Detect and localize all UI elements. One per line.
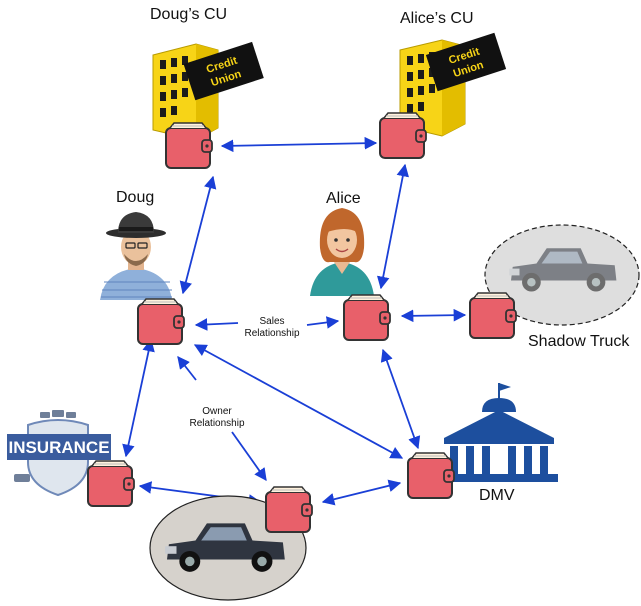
edge-doug-owner <box>177 356 197 381</box>
edge-alice-dmv <box>380 348 421 450</box>
owner-relationship-line1: Owner <box>202 406 232 417</box>
alice-avatar-icon <box>310 208 374 296</box>
dougs-cu-building-icon: Credit Union <box>152 41 264 141</box>
owner-relationship-line2: Relationship <box>189 418 245 429</box>
edge-owner-truck <box>231 431 267 482</box>
dmv-building-icon <box>440 383 558 482</box>
doug-label: Doug <box>116 189 155 206</box>
shadow-truck-label: Shadow Truck <box>528 333 630 350</box>
sales-relationship-line2: Relationship <box>244 328 300 339</box>
edge-alicecu-alice <box>376 163 410 290</box>
edge-alice-doug <box>306 316 340 329</box>
sales-relationship-line1: Sales <box>259 316 285 327</box>
alices-cu-label: Alice’s CU <box>400 10 474 27</box>
shadow-truck-icon <box>484 224 640 326</box>
insurance-text: INSURANCE <box>8 438 109 457</box>
doug-avatar-icon <box>100 212 172 300</box>
wallet-alice-icon <box>343 294 391 341</box>
sales-relationship-label: Sales Relationship <box>238 316 306 340</box>
edge-doug-insurance <box>122 338 155 458</box>
wallet-doug-icon <box>137 298 185 345</box>
edge-doug-alice <box>194 318 239 331</box>
wallet-truck-icon <box>265 486 313 533</box>
wallet-shadow-truck-icon <box>469 292 517 339</box>
edge-alice-shadow <box>400 308 467 323</box>
edge-doug-dmv <box>193 344 404 459</box>
alices-cu-building-icon: Credit Union <box>399 32 507 137</box>
owner-relationship-label: Owner Relationship <box>182 406 252 430</box>
wallet-alices-cu-icon <box>379 112 427 159</box>
insurance-shield-icon: INSURANCE <box>7 410 111 497</box>
edge-dougcu-alicecu <box>220 136 378 153</box>
dmv-label: DMV <box>479 487 515 504</box>
wallet-insurance-icon <box>87 460 135 507</box>
wallet-dmv-icon <box>407 452 455 499</box>
wallet-dougs-cu-icon <box>165 122 213 169</box>
edge-truck-dmv <box>321 479 402 506</box>
dougs-cu-label: Doug’s CU <box>150 6 228 23</box>
edge-dougcu-doug <box>179 175 217 295</box>
alice-label: Alice <box>326 190 361 207</box>
